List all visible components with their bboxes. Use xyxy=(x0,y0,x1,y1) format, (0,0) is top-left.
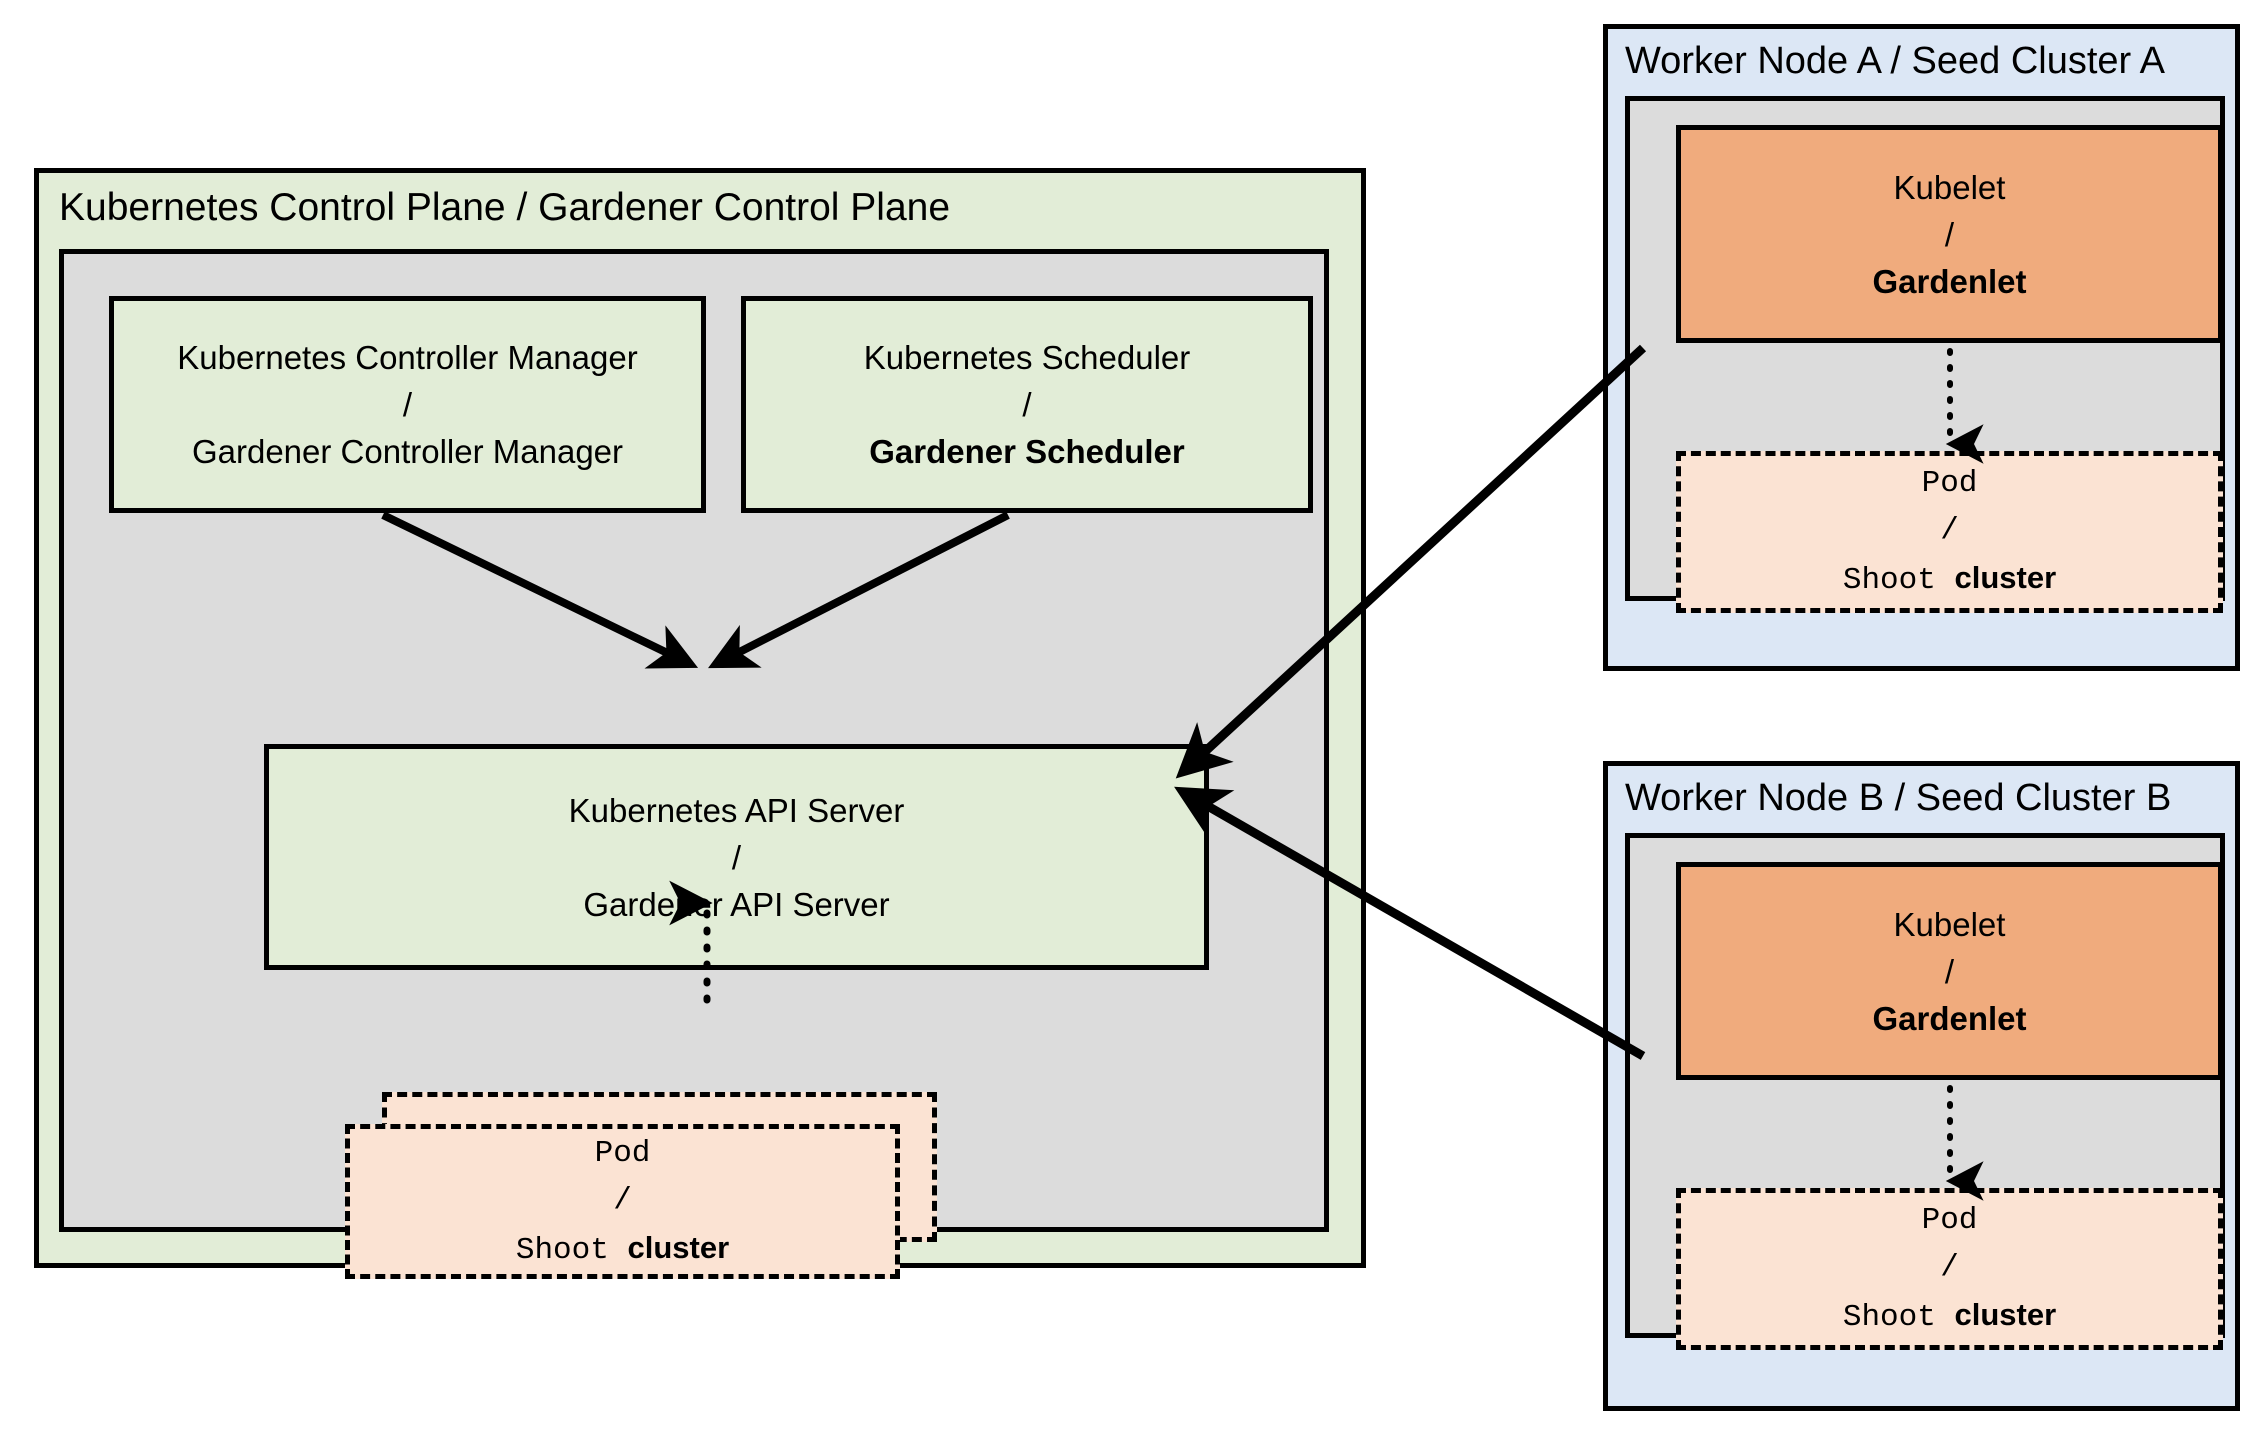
worker-node-b-title: Worker Node B / Seed Cluster B xyxy=(1625,777,2172,819)
gardenlet-b-separator: / xyxy=(1944,952,1955,990)
gardenlet-a-line1: Kubelet xyxy=(1893,168,2006,206)
worker-node-a-pod-cluster-word: cluster xyxy=(1954,560,2057,595)
control-plane-pod-shoot-word: Shoot xyxy=(515,1232,628,1268)
gardenlet-b-box[interactable]: Kubelet / Gardenlet xyxy=(1676,862,2223,1080)
gardenlet-b-line1: Kubelet xyxy=(1893,905,2006,943)
controller-manager-separator: / xyxy=(402,386,413,423)
controller-manager-line2: Gardener Controller Manager xyxy=(191,433,624,470)
worker-node-b-pod-separator: / xyxy=(1940,1250,1959,1285)
worker-node-a-pod-line2: Shoot cluster xyxy=(1843,554,2056,604)
control-plane-inner-panel: Kubernetes Controller Manager / Gardener… xyxy=(59,249,1329,1279)
worker-node-b-pod-line1: Pod xyxy=(1921,1203,1978,1238)
scheduler-box[interactable]: Kubernetes Scheduler / Gardener Schedule… xyxy=(741,296,1313,513)
worker-node-a-title: Worker Node A / Seed Cluster A xyxy=(1625,40,2166,82)
controller-manager-line1: Kubernetes Controller Manager xyxy=(177,339,638,376)
worker-node-a-container: Worker Node A / Seed Cluster A Kubelet /… xyxy=(1603,24,2240,671)
worker-node-a-pod-box[interactable]: Pod / Shoot cluster xyxy=(1676,451,2223,613)
gardenlet-b-line2: Gardenlet xyxy=(1872,999,2027,1037)
control-plane-pod-line1: Pod xyxy=(594,1135,651,1171)
control-plane-title: Kubernetes Control Plane / Gardener Cont… xyxy=(59,186,951,229)
worker-node-b-container: Worker Node B / Seed Cluster B Kubelet /… xyxy=(1603,761,2240,1411)
worker-node-b-inner-panel: Kubelet / Gardenlet Pod / Shoot cluster xyxy=(1625,833,2225,1350)
api-server-box[interactable]: Kubernetes API Server / Gardener API Ser… xyxy=(264,744,1209,970)
worker-node-a-pod-separator: / xyxy=(1940,513,1959,548)
gardenlet-a-separator: / xyxy=(1944,215,1955,253)
scheduler-separator: / xyxy=(1022,386,1032,423)
worker-node-a-inner-panel: Kubelet / Gardenlet Pod / Shoot cluster xyxy=(1625,96,2225,613)
worker-node-b-pod-box[interactable]: Pod / Shoot cluster xyxy=(1676,1188,2223,1350)
worker-node-b-pod-shoot-word: Shoot xyxy=(1842,1300,1955,1335)
control-plane-pod-cluster-word: cluster xyxy=(627,1229,730,1265)
gardenlet-a-box[interactable]: Kubelet / Gardenlet xyxy=(1676,125,2223,343)
control-plane-pod-separator: / xyxy=(613,1182,632,1218)
api-server-line1: Kubernetes API Server xyxy=(568,791,905,829)
worker-node-b-pod-cluster-word: cluster xyxy=(1954,1297,2057,1332)
controller-manager-box[interactable]: Kubernetes Controller Manager / Gardener… xyxy=(109,296,706,513)
gardenlet-a-line2: Gardenlet xyxy=(1872,262,2027,300)
worker-node-a-pod-line1: Pod xyxy=(1921,466,1978,501)
scheduler-line2: Gardener Scheduler xyxy=(869,433,1185,470)
api-server-separator: / xyxy=(731,838,742,876)
worker-node-b-pod-line2: Shoot cluster xyxy=(1843,1291,2056,1341)
control-plane-pod-line2: Shoot cluster xyxy=(516,1224,729,1274)
control-plane-pod-box[interactable]: Pod / Shoot cluster xyxy=(345,1124,900,1279)
control-plane-container: Kubernetes Control Plane / Gardener Cont… xyxy=(34,168,1366,1279)
api-server-line2: Gardener API Server xyxy=(583,885,890,923)
scheduler-line1: Kubernetes Scheduler xyxy=(863,339,1191,376)
worker-node-a-pod-shoot-word: Shoot xyxy=(1842,563,1955,598)
